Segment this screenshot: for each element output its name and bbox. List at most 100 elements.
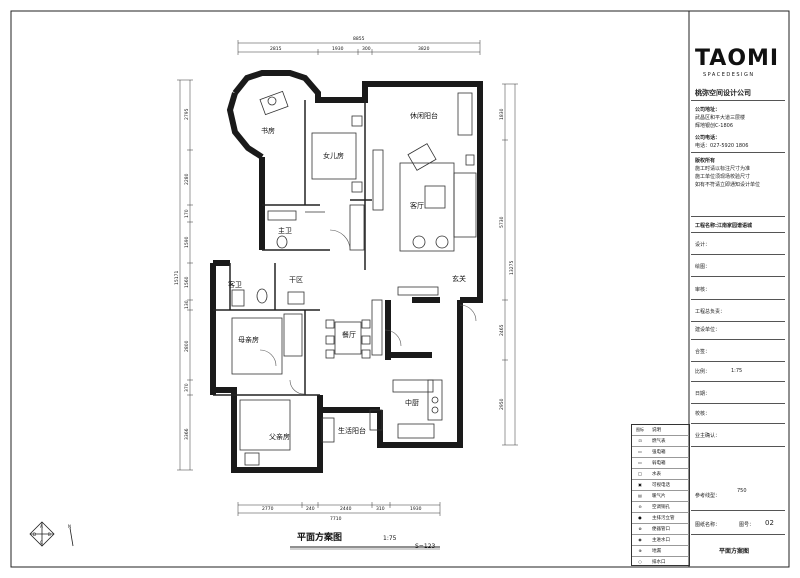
dim-bot-3: 2440: [340, 506, 352, 512]
title-block: TAOMI SPACEDESIGN 桃弥空间设计公司 公司地址： 武昌区和平大道…: [691, 16, 785, 563]
rights-3: 施工单位须现场校验尺寸: [695, 174, 751, 180]
room-kitchen: 中厨: [405, 398, 419, 407]
tel-label: 公司电话：: [695, 135, 721, 141]
dim-bot-2: 240: [306, 506, 315, 512]
ac-hole-icon: ⊖: [638, 504, 642, 509]
project-name: 工程名称:江南家园谱语城: [695, 223, 753, 229]
sheet-no: 02: [765, 519, 774, 527]
compass-icon: [29, 521, 74, 547]
legend-table: 图标说明 ⊡燃气表 ▭强电箱 ▭弱电箱 ◯水表 ▣可视电话 ▤暖气片 ⊖空调铜孔…: [631, 424, 690, 566]
legend-item: 水表: [652, 472, 661, 477]
room-mother: 母亲房: [238, 335, 259, 344]
sheet-name-label: 图纸名称：: [695, 522, 721, 528]
dim-right-3: 2465: [499, 324, 505, 336]
sheet-name: 平面方案图: [719, 548, 750, 555]
logo-subtitle: SPACEDESIGN: [703, 72, 755, 78]
dim-bot-4: 310: [376, 506, 385, 512]
field-cosign: 合签：: [695, 349, 711, 355]
legend-item: 地漏: [652, 549, 661, 554]
legend-item: 燃气表: [652, 439, 666, 444]
water-meter-icon: ◯: [637, 471, 643, 476]
dim-right-2: 5730: [499, 216, 505, 228]
field-date: 日期：: [695, 391, 711, 397]
company-name: 桃弥空间设计公司: [695, 89, 751, 97]
tel: 电话：027-5920 1806: [695, 143, 749, 149]
rights-1: 版权所有: [695, 158, 716, 164]
legend-item: 主进水口: [652, 538, 670, 543]
legend-item: 主排污立管: [652, 516, 675, 521]
strong-box-icon: ▭: [638, 449, 642, 454]
dim-right-1: 1830: [499, 108, 505, 120]
toilet-port-icon: ⊗: [638, 526, 642, 531]
doors: [259, 229, 477, 395]
legend-item: 暖气片: [652, 494, 666, 499]
svg-text:C: C: [40, 540, 43, 545]
svg-text:N: N: [68, 524, 71, 529]
video-phone-icon: ▣: [638, 482, 642, 487]
ref-line-label: 参考线型：: [695, 493, 721, 499]
room-guest-bath: 客卫: [228, 280, 242, 289]
svg-text:A: A: [40, 524, 43, 529]
room-master-bath: 主卫: [278, 226, 292, 235]
dim-left-4: 1590: [184, 236, 190, 248]
gas-meter-icon: ⊡: [638, 438, 642, 443]
dim-right-total: 13275: [509, 261, 515, 275]
dim-left-3: 170: [184, 209, 190, 218]
plan-scale: 1:75: [383, 535, 397, 542]
partitions: [213, 100, 372, 396]
dim-left-5: 1560: [184, 276, 190, 288]
legend-head-icon: 图标: [636, 427, 644, 432]
dim-left-total: 15171: [174, 271, 180, 285]
addr-line-1: 武昌区和平大道三层楼: [695, 115, 746, 121]
ref-line-value: 750: [737, 488, 747, 494]
legend-head-desc: 说明: [652, 428, 661, 433]
room-leisure: 休闲阳台: [410, 111, 438, 120]
field-review: 审核：: [695, 287, 711, 293]
sheet-no-label: 图号：: [739, 522, 755, 528]
room-study: 书房: [261, 126, 275, 135]
rights-4: 如有不符请立即通知设计单位: [695, 182, 761, 188]
dimensions: [177, 40, 518, 516]
addr-label: 公司地址：: [695, 107, 721, 113]
legend-item: 弱电箱: [652, 461, 666, 466]
weak-box-icon: ▭: [638, 460, 642, 465]
drain-pipe-icon: ●: [638, 515, 642, 520]
dim-left-8: 370: [184, 383, 190, 392]
dim-top-total: 8855: [353, 36, 365, 42]
field-client: 业主确认：: [695, 433, 721, 439]
dim-top-2: 1930: [332, 46, 344, 52]
dim-top-3: 300: [362, 46, 371, 52]
dim-top-1: 2815: [270, 46, 282, 52]
plan-area: S=123: [415, 543, 435, 550]
water-inlet-icon: ◉: [638, 537, 642, 542]
room-service: 生活阳台: [338, 426, 366, 435]
dim-left-7: 2800: [184, 340, 190, 352]
room-dry: 干区: [289, 276, 303, 284]
legend-item: 强电箱: [652, 450, 666, 455]
plan-title: 平面方案图: [297, 531, 342, 543]
field-ratio-value: 1:75: [731, 368, 743, 374]
room-entry: 玄关: [452, 274, 466, 283]
dimension-text: 8855 2815 1930 300 3820 7710 2770 240 24…: [174, 36, 515, 522]
floor-drain-icon: ⊕: [638, 548, 642, 553]
field-ratio: 比例：: [695, 369, 711, 375]
room-living: 客厅: [410, 201, 424, 210]
field-check: 校核：: [695, 411, 711, 417]
field-draw: 绘图：: [695, 264, 711, 270]
dim-right-4: 2950: [499, 398, 505, 410]
dim-bot-1: 2770: [262, 506, 274, 512]
room-dining: 餐厅: [342, 330, 356, 339]
dim-left-2: 2280: [184, 173, 190, 185]
furniture: [231, 90, 477, 466]
legend-item: 空调铜孔: [652, 505, 670, 510]
dim-bot-total: 7710: [330, 516, 342, 522]
walls: [210, 70, 483, 473]
field-owner: 建设单位：: [695, 327, 721, 333]
dim-left-6: 130: [184, 300, 190, 309]
addr-line-2: 辉地银创C-1806: [695, 123, 734, 129]
field-design: 设计：: [695, 242, 711, 248]
legend-item: 可视电话: [652, 483, 670, 488]
room-father: 父亲房: [269, 432, 290, 441]
